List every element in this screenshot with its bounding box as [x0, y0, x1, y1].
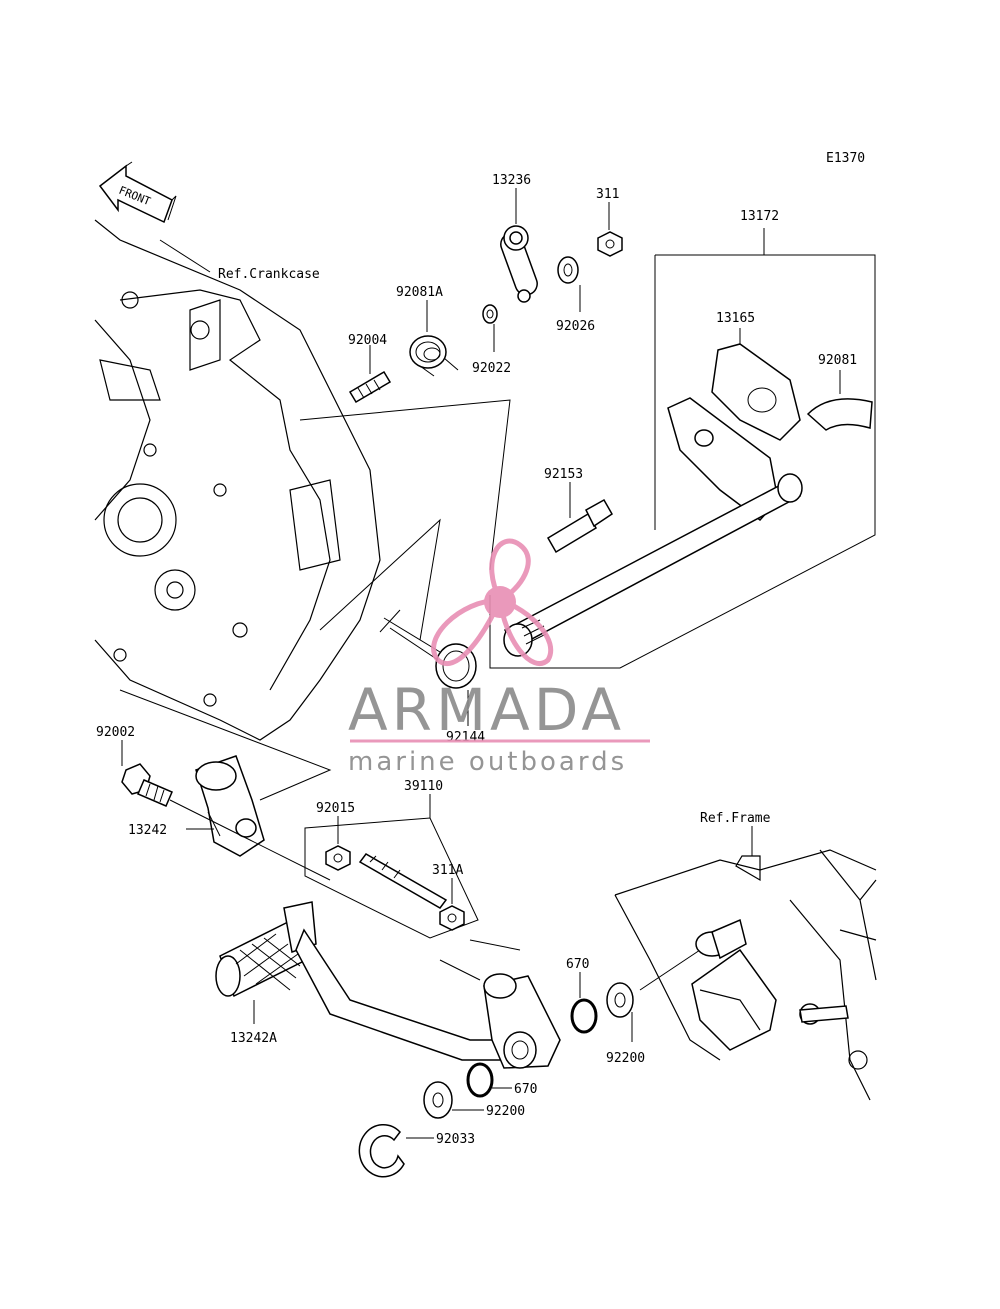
part-670-bottom: 670 [466, 1062, 537, 1098]
label-92153: 92153 [544, 467, 583, 482]
part-311A: 311A [432, 863, 465, 931]
watermark-tagline: marine outboards [348, 747, 627, 777]
label-13172: 13172 [740, 209, 779, 224]
shift-shaft [503, 397, 803, 657]
label-13242: 13242 [128, 823, 167, 838]
label-670-top: 670 [566, 957, 589, 972]
label-39110: 39110 [404, 779, 443, 794]
label-13165: 13165 [716, 311, 755, 326]
label-311: 311 [596, 187, 619, 202]
part-92026: 92026 [556, 256, 595, 334]
label-92033: 92033 [436, 1132, 475, 1147]
label-92015: 92015 [316, 801, 355, 816]
label-13236: 13236 [492, 173, 531, 188]
part-92081A: 92081A [396, 285, 459, 377]
propeller-logo-icon [431, 538, 553, 666]
group-39110: 39110 [304, 779, 479, 939]
label-92022: 92022 [472, 361, 511, 376]
part-92081: 92081 [806, 353, 873, 431]
part-92022: 92022 [472, 304, 511, 376]
label-670-bottom: 670 [514, 1082, 537, 1097]
front-arrow-icon: FRONT [98, 161, 177, 224]
label-92004: 92004 [348, 333, 387, 348]
label-92026: 92026 [556, 319, 595, 334]
part-92153: 92153 [544, 467, 613, 554]
part-92200-bottom: 92200 [423, 1081, 525, 1119]
diagram-code: E1370 [826, 151, 865, 166]
label-92200-right: 92200 [606, 1051, 645, 1066]
group-13172: 13172 [489, 209, 876, 669]
part-92200-right: 92200 [606, 949, 701, 1066]
ref-crankcase-label: Ref.Crankcase [218, 267, 320, 282]
label-92081A: 92081A [396, 285, 443, 300]
ref-frame-label: Ref.Frame [700, 811, 771, 826]
label-13242A: 13242A [230, 1031, 277, 1046]
label-92200-bottom: 92200 [486, 1104, 525, 1119]
part-92002: 92002 [96, 725, 173, 807]
linkage-knuckle [439, 939, 561, 1069]
part-13242A: 13242A [215, 901, 513, 1061]
part-13242: 13242 [128, 755, 331, 881]
part-92033: 92033 [358, 1123, 475, 1178]
label-92081: 92081 [818, 353, 857, 368]
frame-illustration: Ref.Frame [614, 811, 877, 1101]
crankcase-illustration: Ref.Crankcase [94, 219, 511, 801]
armada-watermark: ARMADA marine outboards [348, 538, 650, 777]
part-311: 311 [596, 187, 623, 257]
part-13165: 13165 [711, 311, 801, 441]
part-92015: 92015 [316, 801, 355, 871]
label-311A: 311A [432, 863, 463, 878]
part-92004: 92004 [348, 333, 392, 404]
label-92002: 92002 [96, 725, 135, 740]
part-13236: 13236 [492, 173, 538, 303]
watermark-brand: ARMADA [348, 676, 625, 744]
part-670-top: 670 [566, 957, 598, 1034]
